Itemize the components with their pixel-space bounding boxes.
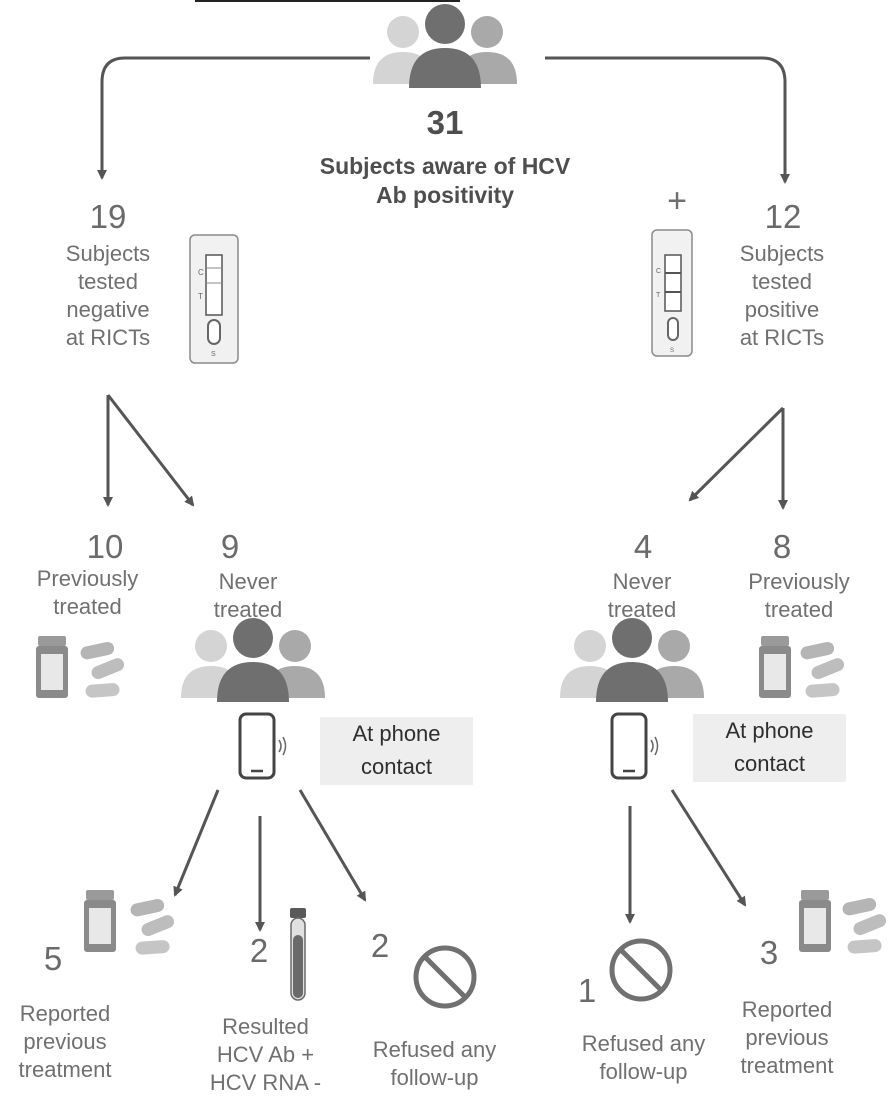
outcome-label-line: Resulted — [222, 1014, 309, 1039]
strip-label-test: T — [656, 292, 661, 299]
people-group-icon — [373, 4, 517, 88]
outcome-label-line: HCV Ab + — [216, 1042, 315, 1068]
pill-bottle-icon — [36, 636, 68, 698]
arrow-phone-right-to-reported — [670, 789, 747, 907]
arrow-phone-to-reported — [173, 789, 220, 897]
capsule-icon — [841, 896, 888, 955]
root-count: 31 — [426, 104, 464, 141]
phone-contact-line: At phone — [352, 721, 441, 746]
right-previously-label-line: Previously — [748, 569, 850, 594]
rapid-test-positive-icon: C T S — [651, 229, 693, 357]
outcome-label-line: follow-up — [390, 1065, 479, 1091]
right-never-label-line: Never — [612, 569, 672, 594]
strip-label-test: T — [198, 292, 203, 301]
phone-contact-label: At phone contact — [693, 714, 846, 782]
pill-bottle-icon — [759, 636, 791, 698]
arrows — [97, 56, 790, 932]
left-previously-label-line: Previously — [36, 566, 139, 591]
outcome-refused-label: Refused any follow-up — [566, 1030, 721, 1086]
outcome-label-line: Reported — [19, 1001, 111, 1026]
right-never-count: 4 — [633, 528, 653, 565]
outcome-label-line: follow-up — [599, 1059, 688, 1085]
people-group-icon — [181, 618, 325, 702]
left-never-label-line: Never — [218, 569, 278, 594]
outcome-label-line: Refused any — [372, 1037, 497, 1062]
positive-label-line: positive — [744, 297, 820, 323]
outcome-label-line: Refused any — [581, 1031, 706, 1056]
outcome-resulted-count: 2 — [249, 932, 269, 969]
outcome-label-line: treatment — [740, 1053, 834, 1079]
left-never-label-line: treated — [213, 597, 283, 623]
left-previously-label-line: treated — [53, 594, 122, 620]
pill-bottle-icon — [84, 890, 116, 952]
blood-tube-icon — [290, 908, 306, 1001]
outcome-reported-count: 5 — [43, 940, 63, 977]
root-label: Subjects aware of HCV Ab positivity — [270, 152, 620, 211]
positive-label: Subjects tested positive at RICTs — [712, 240, 852, 353]
negative-label-line: Subjects — [65, 241, 151, 266]
negative-label: Subjects tested negative at RICTs — [38, 240, 178, 353]
positive-count: 12 — [764, 198, 802, 235]
arrow-negative-to-never — [106, 394, 195, 507]
left-previously-count: 10 — [86, 528, 124, 565]
outcome-reported-count: 3 — [759, 934, 779, 971]
strip-label-control: C — [656, 268, 661, 275]
outcome-label-line: previous — [745, 1025, 829, 1051]
positive-label-line: tested — [752, 269, 812, 295]
outcome-refused-label: Refused any follow-up — [352, 1036, 517, 1092]
positive-label-line: Subjects — [739, 241, 825, 266]
pill-bottle-icon — [799, 890, 831, 952]
outcome-label-line: previous — [23, 1029, 107, 1055]
phone-contact-line: At phone — [725, 718, 814, 743]
right-never-label: Never treated — [572, 568, 712, 624]
prohibited-icon — [612, 941, 670, 999]
negative-label-line: tested — [78, 269, 138, 295]
right-previously-label: Previously treated — [715, 568, 883, 624]
capsule-icon — [799, 640, 846, 699]
right-never-label-line: treated — [607, 597, 677, 623]
people-group-icon — [560, 618, 704, 702]
arrow-phone-to-refused — [298, 789, 367, 902]
root-label-line: Ab positivity — [375, 182, 514, 209]
top-crop-line — [195, 0, 460, 2]
prohibited-icon — [416, 948, 474, 1006]
negative-count: 19 — [89, 198, 127, 235]
outcome-reported-label: Reported previous treatment — [712, 996, 862, 1080]
smartphone-icon — [610, 712, 659, 780]
capsule-icon — [129, 897, 176, 956]
arrow-positive-to-never — [688, 406, 785, 502]
left-never-label: Never treated — [178, 568, 318, 624]
left-never-count: 9 — [220, 528, 240, 565]
arrow-root-to-negative — [97, 56, 370, 180]
root-label-line: Subjects aware of HCV — [319, 153, 571, 179]
rapid-test-negative-icon: C T S — [189, 234, 239, 364]
right-previously-label-line: treated — [764, 597, 834, 623]
positive-label-line: at RICTs — [739, 325, 825, 351]
strip-label-sample: S — [670, 348, 674, 354]
outcome-label-line: HCV RNA - — [209, 1070, 322, 1096]
outcome-label-line: treatment — [18, 1057, 112, 1083]
outcome-resulted-label: Resulted HCV Ab + HCV RNA - — [208, 1013, 323, 1097]
capsule-icon — [79, 640, 126, 699]
outcome-reported-label: Reported previous treatment — [0, 1000, 130, 1084]
negative-label-line: at RICTs — [65, 325, 151, 351]
phone-contact-label: At phone contact — [320, 717, 473, 785]
left-previously-label: Previously treated — [10, 565, 165, 621]
phone-contact-line: contact — [734, 751, 805, 776]
phone-contact-line: contact — [361, 754, 432, 779]
negative-label-line: negative — [66, 297, 150, 323]
right-previously-count: 8 — [772, 528, 792, 565]
arrow-root-to-positive — [545, 56, 790, 184]
outcome-refused-count: 2 — [370, 927, 390, 964]
strip-label-sample: S — [211, 351, 216, 358]
outcome-label-line: Reported — [741, 997, 833, 1022]
plus-sign: + — [667, 182, 687, 220]
strip-label-control: C — [198, 268, 204, 277]
smartphone-icon — [238, 712, 287, 780]
outcome-refused-count: 1 — [577, 972, 597, 1009]
